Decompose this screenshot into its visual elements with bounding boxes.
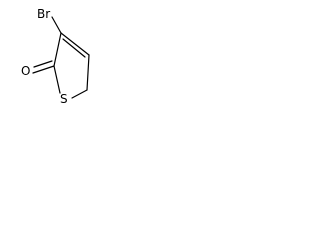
- bond-c3-c4: [60, 32, 90, 56]
- bond-c5-s: [71, 89, 88, 99]
- molecule-drawing: Br O S: [21, 7, 90, 106]
- bond-c3-c4-inner: [62, 38, 86, 58]
- bond-c3-br: [51, 16, 62, 34]
- oxygen-label: O: [21, 64, 30, 78]
- sulfur-label: S: [60, 92, 68, 106]
- structure-diagram: Br O S: [0, 0, 113, 119]
- bond-c4-c5: [86, 54, 90, 91]
- bond-c3-c2: [53, 32, 62, 67]
- bond-c2-o-second: [33, 60, 53, 68]
- bond-s-c2: [53, 65, 61, 94]
- bromine-label: Br: [37, 7, 50, 21]
- bond-c2-o: [32, 65, 55, 74]
- bonds: [32, 16, 90, 99]
